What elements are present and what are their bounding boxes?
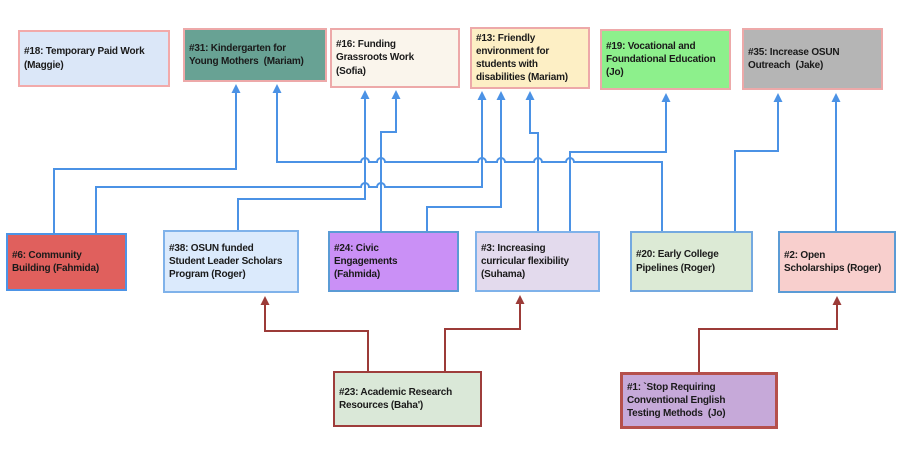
node-label: #16: Funding Grassroots Work (Sofia) (336, 39, 414, 77)
edge-#3-to-#19 (569, 101, 667, 231)
node-38-osun-funded-student-leader-scholars[interactable]: #38: OSUN funded Student Leader Scholars… (163, 230, 299, 293)
node-label: #19: Vocational and Foundational Educati… (606, 40, 716, 79)
node-35-increase-osun-outreach[interactable]: #35: Increase OSUN Outreach (Jake) (742, 28, 883, 90)
node-16-funding-grassroots-work[interactable]: #16: Funding Grassroots Work (Sofia) (330, 28, 460, 88)
node-3-increasing-curricular-flexibility[interactable]: #3: Increasing curricular flexibility (S… (475, 231, 600, 292)
node-24-civic-engagements[interactable]: #24: Civic Engagements (Fahmida) (328, 231, 459, 292)
node-6-community-building[interactable]: #6: Community Building (Fahmida) (6, 233, 127, 291)
arrowhead-#6-to-#31 (231, 84, 241, 93)
node-label: #18: Temporary Paid Work (Maggie) (24, 46, 145, 71)
node-label: #20: Early College Pipelines (Roger) (636, 249, 719, 274)
node-label: #24: Civic Engagements (Fahmida) (334, 242, 398, 281)
node-label: #35: Increase OSUN Outreach (Jake) (748, 46, 840, 71)
edge-#24-to-#16 (380, 98, 397, 231)
node-1-stop-requiring-conventional-english-testing[interactable]: #1: `Stop Requiring Conventional English… (620, 372, 778, 429)
node-label: #23: Academic Research Resources (Baha') (339, 386, 453, 411)
node-19-vocational-foundational-education[interactable]: #19: Vocational and Foundational Educati… (600, 29, 731, 90)
arrowhead-#6-to-#13 (477, 91, 487, 100)
edge-#1-to-#2 (698, 304, 838, 372)
arrowhead-#38-to-#16 (360, 90, 370, 99)
edge-#23-to-#38 (264, 304, 369, 371)
node-label: #1: `Stop Requiring Conventional English… (627, 381, 726, 420)
node-2-open-scholarships[interactable]: #2: Open Scholarships (Roger) (778, 231, 896, 293)
edge-#6-to-#31 (53, 92, 237, 233)
edge-#3-to-#13 (529, 99, 539, 231)
arrowhead-#1-to-#2 (832, 296, 842, 305)
node-label: #31: Kindergarten for Young Mothers (Mar… (189, 42, 304, 67)
arrowhead-#3-to-#19 (661, 93, 671, 102)
arrowhead-#24-to-#16 (391, 90, 401, 99)
arrowhead-#23-to-#38 (260, 296, 270, 305)
edge-#38-to-#16 (237, 98, 366, 230)
arrowhead-#20-to-#31 (272, 84, 282, 93)
node-20-early-college-pipelines[interactable]: #20: Early College Pipelines (Roger) (630, 231, 753, 292)
node-label: #38: OSUN funded Student Leader Scholars… (169, 242, 283, 281)
node-label: #2: Open Scholarships (Roger) (784, 249, 882, 274)
arrowhead-#20-to-#35 (773, 93, 783, 102)
node-23-academic-research-resources[interactable]: #23: Academic Research Resources (Baha') (333, 371, 482, 427)
arrowhead-#2-to-#35 (831, 93, 841, 102)
arrowhead-#23-to-#3 (515, 295, 525, 304)
edge-#20-to-#31 (276, 92, 663, 231)
node-18-temporary-paid-work[interactable]: #18: Temporary Paid Work (Maggie) (18, 30, 170, 87)
node-label: #13: Friendly environment for students w… (476, 32, 568, 84)
arrowhead-#3-to-#13 (525, 91, 535, 100)
arrowhead-#24-to-#13 (496, 91, 506, 100)
node-31-kindergarten-young-mothers[interactable]: #31: Kindergarten for Young Mothers (Mar… (183, 28, 327, 82)
node-label: #3: Increasing curricular flexibility (S… (481, 242, 569, 281)
edge-#24-to-#13 (426, 99, 502, 231)
edge-#6-to-#13 (95, 99, 483, 233)
edge-#20-to-#35 (734, 101, 779, 231)
node-label: #6: Community Building (Fahmida) (12, 249, 99, 274)
edge-#23-to-#3 (444, 303, 521, 371)
node-13-friendly-environment-disabilities[interactable]: #13: Friendly environment for students w… (470, 27, 590, 89)
